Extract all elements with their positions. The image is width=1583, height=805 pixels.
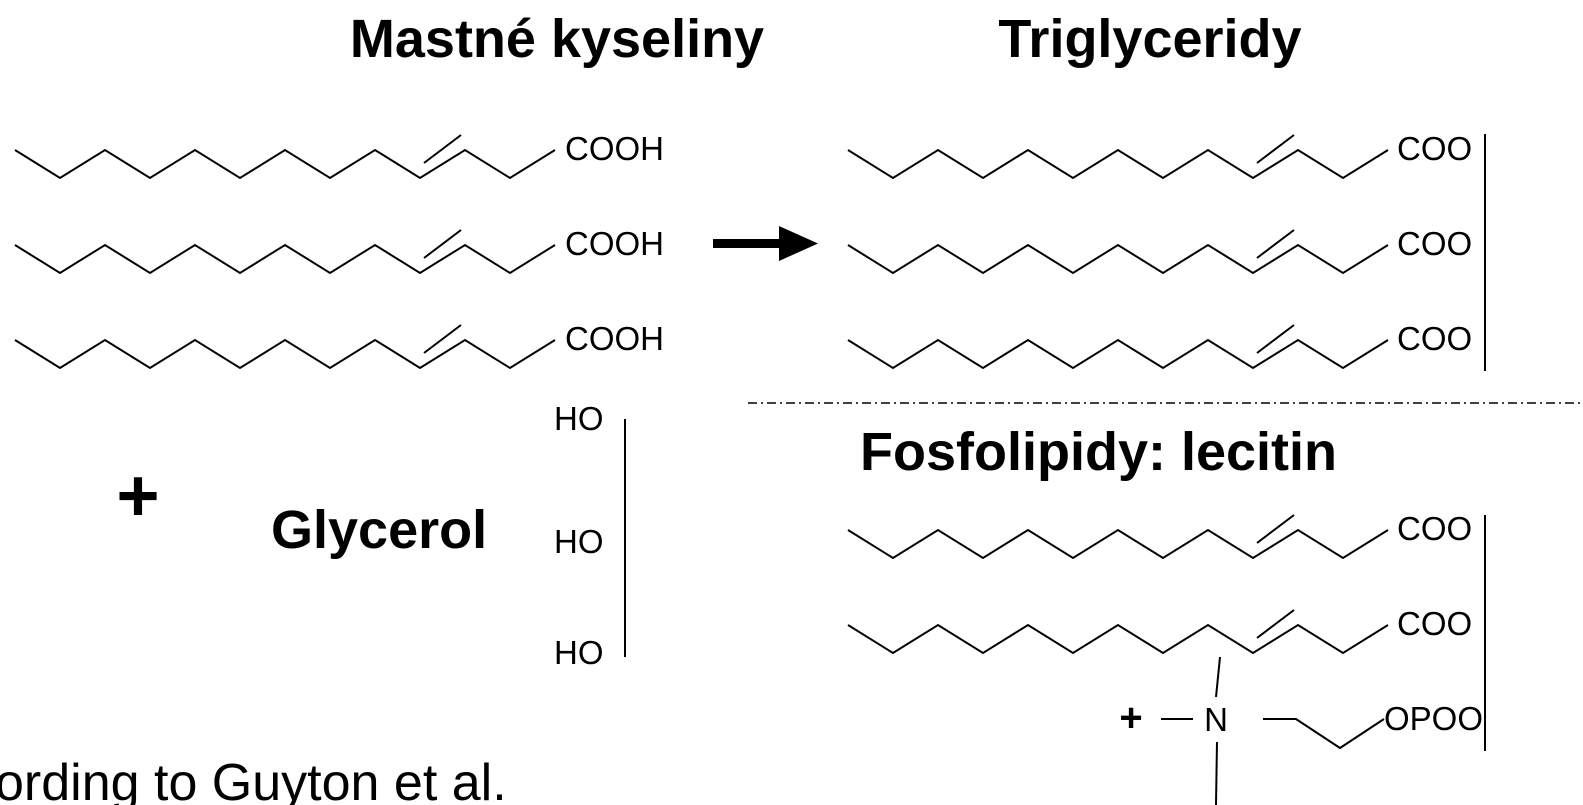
choline-ethyl-linker [1263,718,1385,750]
ho-label-2: HO [554,523,604,560]
carbon-chain-line [847,148,1389,180]
carbon-chain-line [14,243,556,275]
double-bond-line [423,324,462,354]
coo-label-2: COO [1397,225,1472,262]
ho-label-3: HO [554,634,604,671]
triglyceride-chain-1 [847,134,1389,180]
carbon-chain-line [847,623,1389,655]
fatty-acid-chain-2 [14,229,556,275]
cooh-label-3: COOH [565,320,664,357]
nitrogen-label: N [1204,701,1228,738]
double-bond-line [1256,514,1295,544]
fatty-acid-chain-1 [14,134,556,180]
carbon-chain-line [847,528,1389,560]
triglyceride-chain-3 [847,324,1389,370]
lecithin-chain-2 [847,609,1389,655]
carbon-chain-line [847,338,1389,370]
nitrogen-bond-down [1215,741,1218,805]
title-triglycerides: Triglyceridy [998,9,1301,69]
lecithin-coo-label-1: COO [1397,510,1472,547]
double-bond-line [423,229,462,259]
title-fatty-acids: Mastné kyseliny [350,9,764,69]
carbon-chain-line [14,338,556,370]
cooh-label-1: COOH [565,130,664,167]
plus-sign: + [116,454,159,537]
double-bond-line [1256,134,1295,164]
coo-label-1: COO [1397,130,1472,167]
carbon-chain-line [847,243,1389,275]
lecithin-coo-label-2: COO [1397,605,1472,642]
double-bond-line [1256,609,1295,639]
title-phospholipids: Fosfolipidy: lecitin [860,422,1337,482]
citation-text: ording to Guyton et al. [0,754,507,805]
ho-label-1: HO [554,400,604,437]
title-glycerol: Glycerol [271,500,487,560]
coo-label-3: COO [1397,320,1472,357]
cooh-label-2: COOH [565,225,664,262]
choline-plus-sign: + [1119,696,1142,740]
double-bond-line [1256,324,1295,354]
carbon-chain-line [14,148,556,180]
triglyceride-chain-2 [847,229,1389,275]
double-bond-line [423,134,462,164]
fatty-acid-chain-3 [14,324,556,370]
lecithin-chain-1 [847,514,1389,560]
double-bond-line [1256,229,1295,259]
nitrogen-bond-up [1215,656,1221,698]
arrow-right-icon [713,226,818,261]
opoo-label: OPOO [1384,700,1483,737]
